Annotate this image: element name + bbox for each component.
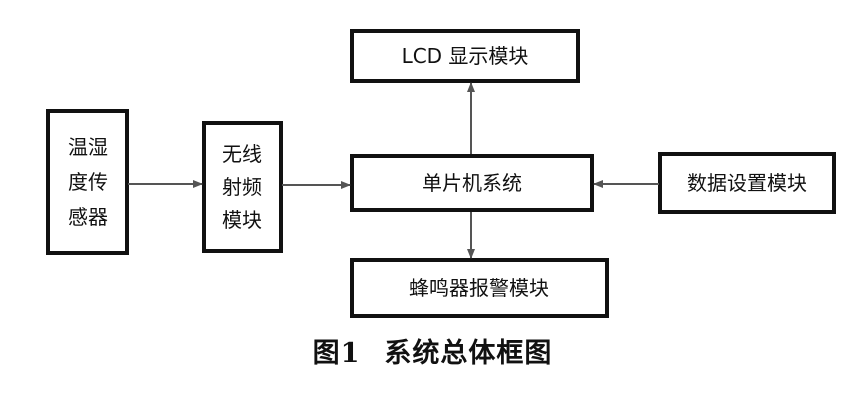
node-settings: 数据设置模块 — [658, 152, 836, 214]
node-sensor-line-2: 度传 — [68, 170, 108, 194]
node-lcd: LCD 显示模块 — [350, 29, 580, 83]
figure-title: 系统总体框图 — [384, 338, 553, 369]
node-sensor: 温湿 度传 感器 — [46, 109, 129, 255]
node-rf-line-3: 模块 — [222, 208, 262, 232]
figure-caption: 图1 系统总体框图 — [0, 331, 865, 370]
node-mcu-label: 单片机系统 — [422, 171, 522, 195]
node-buzzer: 蜂鸣器报警模块 — [350, 258, 609, 318]
node-sensor-line-3: 感器 — [68, 205, 108, 229]
node-buzzer-label: 蜂鸣器报警模块 — [409, 276, 549, 300]
figure-number: 图1 — [312, 338, 361, 369]
node-lcd-label: LCD 显示模块 — [402, 44, 529, 68]
node-rf-line-2: 射频 — [222, 175, 262, 199]
node-sensor-line-1: 温湿 — [68, 135, 108, 159]
node-rf: 无线 射频 模块 — [202, 121, 283, 253]
node-rf-line-1: 无线 — [222, 142, 262, 166]
node-mcu: 单片机系统 — [350, 154, 594, 212]
node-settings-label: 数据设置模块 — [687, 171, 807, 195]
